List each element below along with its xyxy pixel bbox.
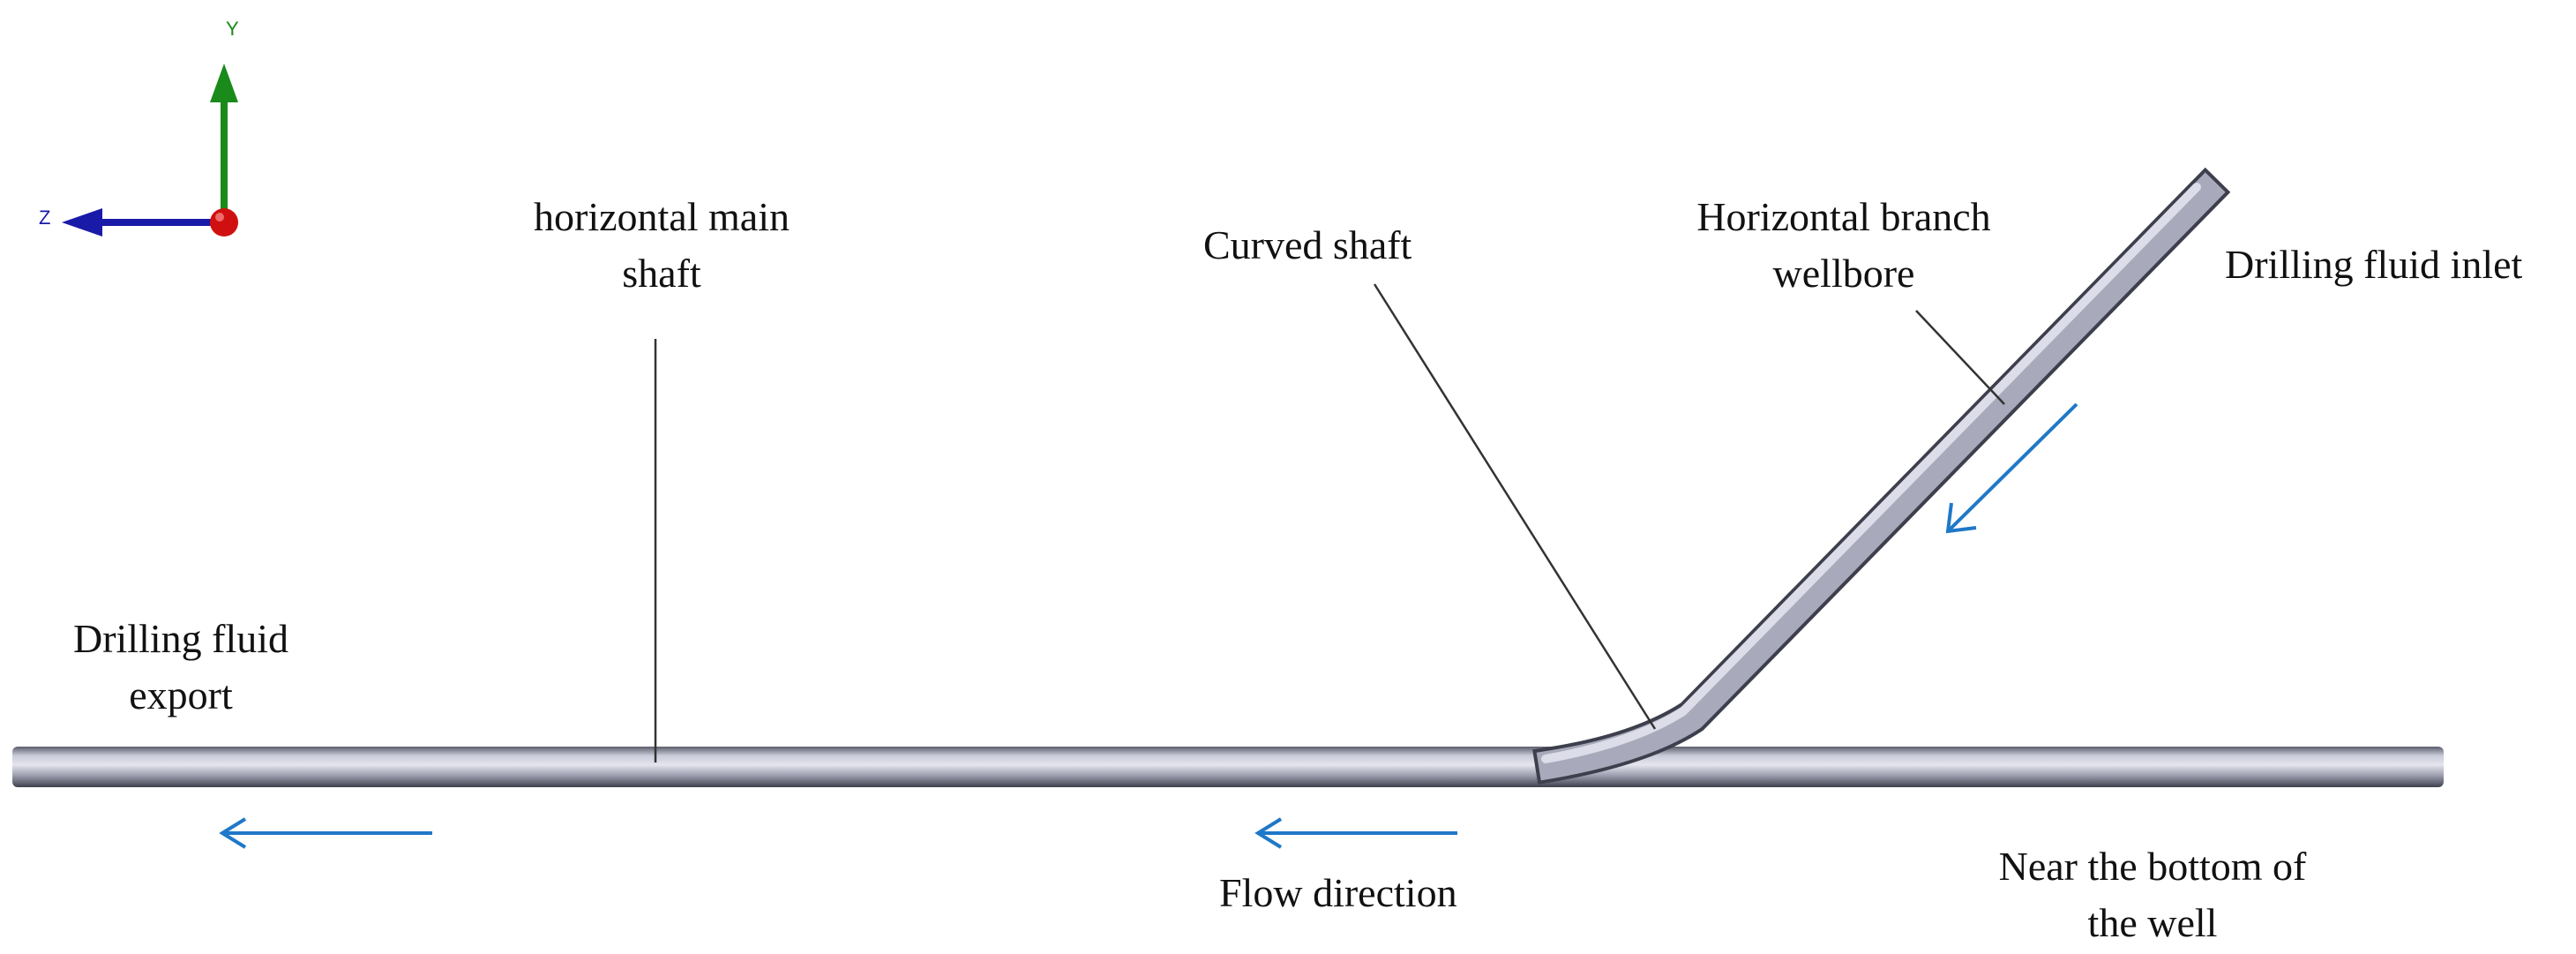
y-axis-arrowhead — [210, 64, 238, 102]
label-curved-shaft: Curved shaft — [1203, 222, 1412, 267]
y-axis-label: Y — [226, 18, 239, 40]
label-drilling-fluid-export: Drilling fluid export — [72, 616, 289, 717]
branch-pipe-highlight — [1541, 183, 2201, 763]
branch-pipe — [1536, 172, 2226, 781]
flow-arrow-middle — [1254, 817, 1457, 849]
label-flow-direction: Flow direction — [1219, 870, 1457, 915]
label-horizontal-main-shaft: horizontal main shaft — [534, 194, 790, 296]
z-axis-arrowhead — [62, 208, 102, 237]
axis-triad — [62, 64, 238, 237]
flow-arrow-left — [219, 817, 432, 849]
label-drilling-fluid-inlet: Drilling fluid inlet — [2225, 242, 2523, 287]
flow-arrow-branch — [1945, 402, 2078, 534]
leader-curved-shaft — [1373, 283, 1657, 730]
label-near-bottom-of-well: Near the bottom of the well — [1998, 844, 2307, 945]
leader-branch-wellbore — [1915, 310, 2005, 405]
label-horizontal-branch-wellbore: Horizontal branch wellbore — [1696, 194, 1991, 296]
axis-origin — [210, 208, 238, 237]
main-shaft-pipe — [12, 747, 2444, 787]
z-axis-label: Z — [39, 207, 51, 229]
